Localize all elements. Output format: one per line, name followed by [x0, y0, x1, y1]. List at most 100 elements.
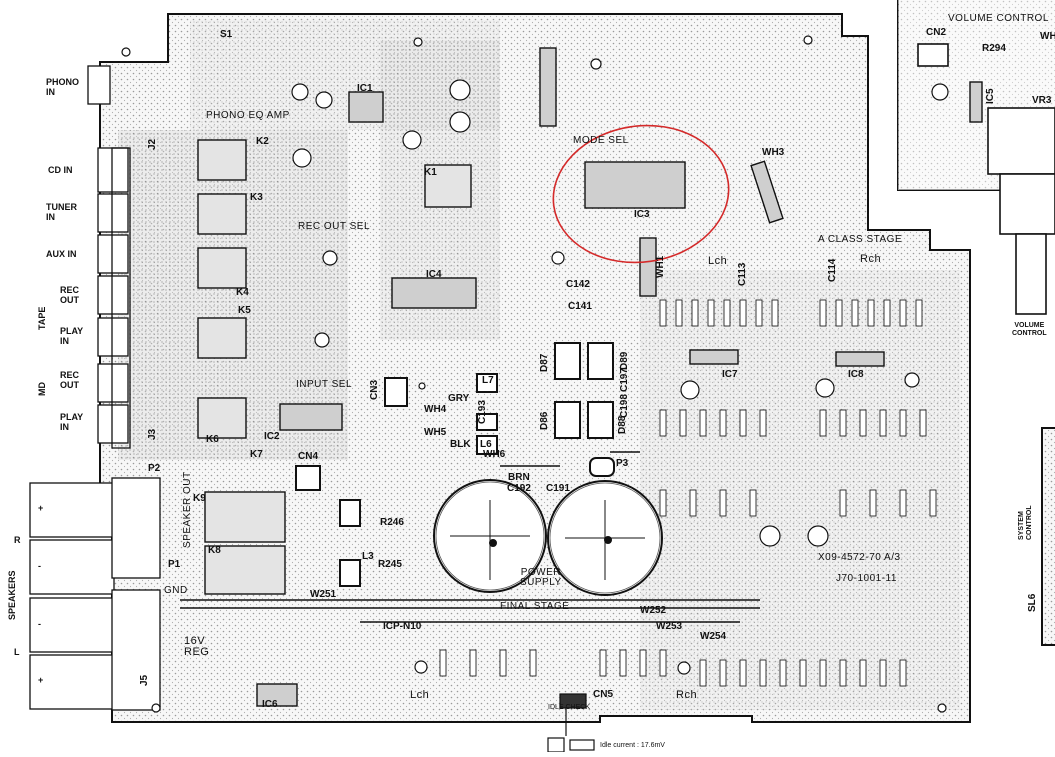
r294-label: R294 — [982, 43, 1006, 54]
speaker-minus-2: - — [38, 619, 41, 629]
k7-label: K7 — [250, 449, 263, 460]
ic7-label: IC7 — [722, 369, 738, 380]
j3-label: J3 — [147, 428, 158, 440]
final-stage-label: FINAL STAGE — [500, 601, 570, 612]
ic2-label: IC2 — [264, 431, 280, 442]
j2-label: J2 — [147, 138, 158, 150]
c113-label: C113 — [737, 262, 748, 286]
ic-packages — [256, 47, 983, 707]
speakers-label: SPEAKERS — [7, 570, 17, 620]
tape-group-label: TAPE — [37, 306, 47, 330]
power-supply-label: POWER SUPPLY — [520, 567, 562, 588]
wh1-label: WH1 — [655, 255, 666, 278]
d87-label: D87 — [539, 353, 550, 372]
k9-label: K9 — [193, 493, 206, 504]
d89-label: D89 — [619, 351, 630, 370]
lch-bottom-label: Lch — [410, 689, 430, 701]
ic4-label: IC4 — [426, 269, 442, 280]
c198-label: C198 — [619, 394, 630, 418]
k3-label: K3 — [250, 192, 263, 203]
regulator-label: 16V REG — [184, 635, 210, 658]
k1-label: K1 — [424, 167, 437, 178]
speaker-r-label: R — [14, 535, 21, 545]
p2-label: P2 — [148, 463, 161, 474]
md-group-label: MD — [37, 382, 47, 396]
idle-current-label: Idle current : 17.6mV — [600, 742, 665, 749]
gry-label: GRY — [448, 393, 470, 404]
w251-label: W251 — [310, 589, 337, 600]
volume-control-board-label: VOLUME CONTROL — [948, 13, 1049, 24]
a-class-stage-label: A CLASS STAGE — [818, 234, 903, 245]
w253-label: W253 — [656, 621, 683, 632]
l7-label: L7 — [482, 375, 494, 386]
rch-label: Rch — [860, 253, 882, 265]
relay-blocks — [197, 139, 472, 595]
w254-label: W254 — [700, 631, 727, 642]
speaker-minus-1: - — [38, 561, 41, 571]
phono-eq-amp-label: PHONO EQ AMP — [206, 110, 290, 121]
board-number-label: X09-4572-70 A/3 — [818, 552, 901, 563]
rec-out-sel-label: REC OUT SEL — [298, 221, 370, 232]
rch-bottom-label: Rch — [676, 689, 698, 701]
l3-label: L3 — [362, 551, 374, 562]
phono-in-label: PHONO IN — [46, 77, 80, 97]
transistor-circles — [291, 58, 949, 675]
p3-label: P3 — [616, 458, 629, 469]
speaker-l-label: L — [14, 647, 20, 657]
wh5-label: WH5 — [424, 427, 447, 438]
idle-check-connector — [547, 693, 595, 753]
gnd-label: GND — [164, 585, 188, 596]
idle-check-label: IDLE CHECK — [548, 704, 591, 711]
board-number-2-label: J70-1001-11 — [836, 573, 897, 584]
c141-label: C141 — [568, 301, 592, 312]
speaker-terminals — [29, 477, 161, 711]
speaker-out-label: SPEAKER OUT — [182, 471, 193, 548]
input-sel-label: INPUT SEL — [296, 379, 352, 390]
sl6-label: SL6 — [1027, 593, 1038, 612]
j5-label: J5 — [139, 674, 150, 686]
volume-pot — [917, 43, 1055, 315]
bridge-blocks — [295, 342, 615, 587]
annotation-ellipse — [552, 124, 730, 264]
c197-label: C197 — [619, 368, 630, 392]
d88-label: D88 — [617, 415, 628, 434]
ic8-label: IC8 — [848, 369, 864, 380]
wh6-label: WH6 — [483, 449, 506, 460]
l6-label: L6 — [480, 439, 492, 450]
volume-control-knob-label: VOLUME CONTROL — [1012, 322, 1047, 337]
cn2-label: CN2 — [926, 27, 947, 38]
md-play-in-label: PLAY IN — [60, 412, 84, 432]
r246-label: R246 — [380, 517, 404, 528]
wh4-label: WH4 — [424, 404, 447, 415]
k5-label: K5 — [238, 305, 251, 316]
wh-label: WH — [1040, 31, 1055, 42]
k4-label: K4 — [236, 287, 249, 298]
k6-label: K6 — [206, 434, 219, 445]
k8-label: K8 — [208, 545, 221, 556]
icp-n10-label: ICP-N10 — [383, 621, 422, 632]
jack-column — [87, 65, 131, 449]
md-rec-out-label: REC OUT — [60, 370, 80, 390]
system-board-outline — [1041, 427, 1055, 646]
w252-label: W252 — [640, 605, 667, 616]
speaker-plus-2: + — [38, 675, 44, 685]
blk-label: BLK — [450, 439, 471, 450]
mode-sel-label: MODE SEL — [573, 135, 629, 146]
p1-label: P1 — [168, 559, 181, 570]
bus-lines — [180, 451, 760, 623]
lch-label: Lch — [708, 255, 728, 267]
d86-label: D86 — [539, 411, 550, 430]
system-control-label: SYSTEM CONTROL — [1018, 505, 1033, 540]
c191-label: C191 — [546, 483, 570, 494]
cn5-label: CN5 — [593, 689, 614, 700]
c193-label: C193 — [477, 400, 488, 424]
cn4-label: CN4 — [298, 451, 319, 462]
component-rows — [439, 299, 937, 687]
brn-label: BRN — [508, 472, 530, 483]
speaker-plus-1: + — [38, 503, 44, 513]
ic6-label: IC6 — [262, 699, 278, 710]
tape-rec-out-label: REC OUT — [60, 285, 80, 305]
k2-label: K2 — [256, 136, 269, 147]
